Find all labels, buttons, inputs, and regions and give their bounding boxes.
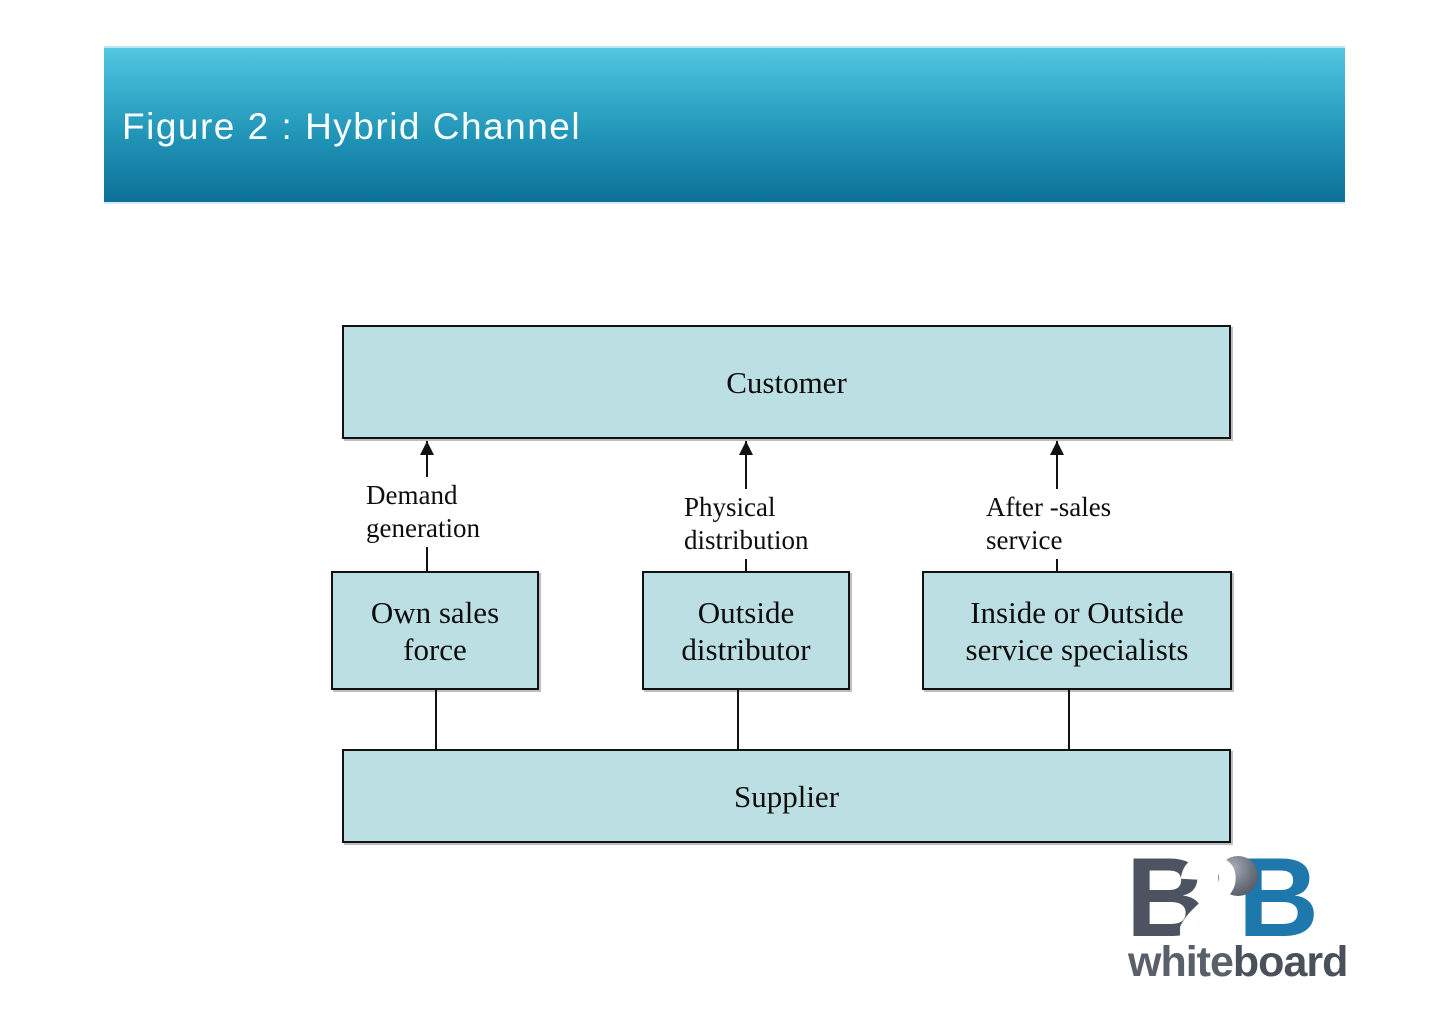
service-specialists-label: Inside or Outside service specialists: [966, 594, 1189, 668]
outside-distributor-box: Outside distributor: [642, 571, 850, 690]
title-banner: Figure 2 : Hybrid Channel: [104, 46, 1345, 204]
box-label-line: Outside: [697, 594, 795, 630]
flow-label-after-sales-service: After -sales service: [986, 489, 1116, 559]
customer-box: Customer: [342, 325, 1231, 439]
box-label-line: distributor: [681, 631, 811, 667]
service-specialists-box: Inside or Outside service specialists: [922, 571, 1232, 690]
own-sales-force-label: Own sales force: [371, 594, 499, 668]
own-sales-force-box: Own sales force: [331, 571, 539, 690]
customer-box-label: Customer: [726, 364, 847, 400]
flow-label-line: generation: [366, 513, 480, 543]
connector-line-ownsales-supplier: [435, 690, 437, 749]
arrowhead-up-physical-icon: [739, 441, 753, 455]
logo-digit-two: 2: [1176, 832, 1242, 964]
flow-label-line: service: [986, 525, 1063, 555]
flow-label-line: Physical: [684, 492, 776, 522]
arrowhead-up-aftersales-icon: [1050, 441, 1064, 455]
flow-label-line: After -sales: [986, 492, 1112, 522]
box-label-line: force: [403, 631, 467, 667]
arrowhead-up-demand-icon: [420, 441, 434, 455]
logo-sphere-icon: [1218, 856, 1258, 896]
logo-word-white: white: [1128, 938, 1234, 986]
box-label-line: Own sales: [370, 594, 500, 630]
flow-label-demand-generation: Demand generation: [366, 477, 484, 547]
flow-label-physical-distribution: Physical distribution: [684, 489, 813, 559]
flow-label-line: Demand: [366, 480, 458, 510]
box-label-line: Inside or Outside: [970, 594, 1184, 630]
slide-title: Figure 2 : Hybrid Channel: [122, 106, 582, 147]
supplier-box: Supplier: [342, 749, 1231, 843]
supplier-box-label: Supplier: [733, 778, 840, 814]
connector-line-specialists-supplier: [1068, 690, 1070, 749]
flow-label-line: distribution: [684, 525, 809, 555]
logo-wordmark: whiteboard: [1128, 938, 1348, 987]
connector-line-distributor-supplier: [737, 690, 739, 749]
box-label-line: service specialists: [965, 631, 1189, 667]
logo-word-board: board: [1232, 938, 1348, 986]
b2b-whiteboard-logo: B B 2 whiteboard: [1126, 832, 1348, 986]
logo-letter-b2: B: [1238, 835, 1319, 960]
logo-letter-b1: B: [1126, 835, 1207, 960]
outside-distributor-label: Outside distributor: [681, 594, 810, 668]
